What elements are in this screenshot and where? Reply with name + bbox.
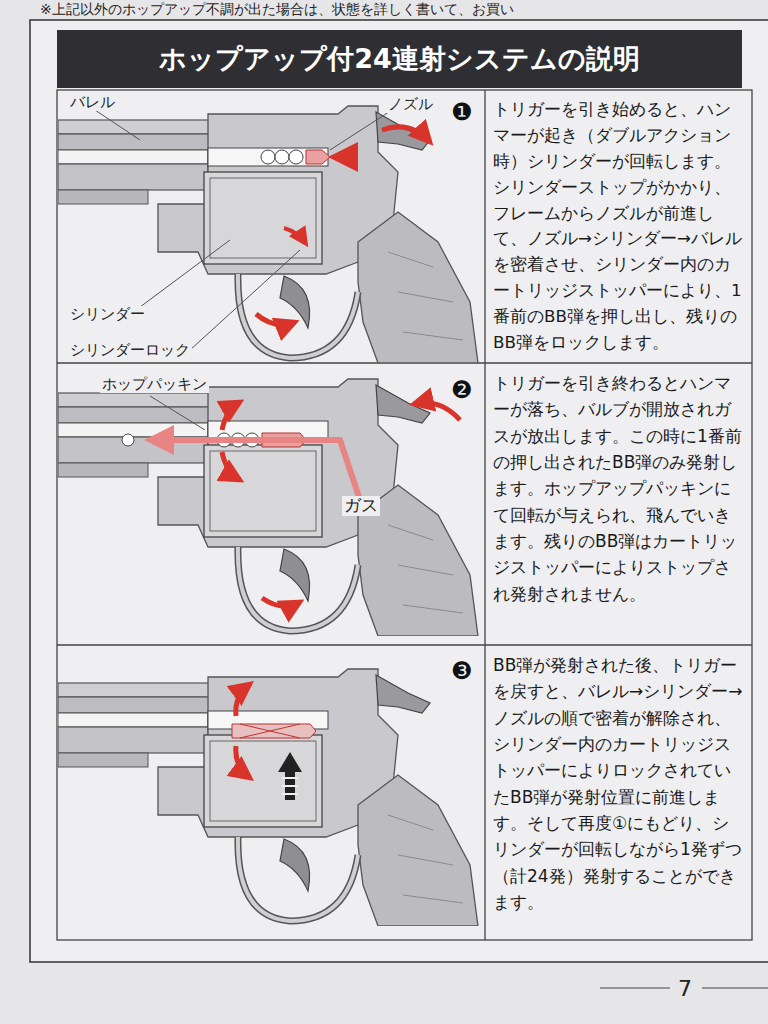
part-label: バレル: [68, 94, 117, 111]
description-text: トリガーを引き始めると、ハンマーが起き（ダブルアクション時）シリンダーが回転しま…: [493, 97, 746, 356]
callout-number: ❷: [451, 378, 473, 402]
title-band: ホップアップ付24連射システムの説明: [57, 30, 742, 88]
note-text: ※上記以外のホップアップ不調が出た場合は、状態を詳しく書いて、お買い: [38, 1, 516, 17]
description-cell: トリガーを引き始めると、ハンマーが起き（ダブルアクション時）シリンダーが回転しま…: [489, 95, 750, 358]
page-number: 7: [676, 976, 694, 1001]
part-label: シリンダー: [68, 306, 147, 323]
part-label: シリンダーロック: [68, 342, 192, 359]
description-cell: トリガーを引き終わるとハンマーが落ち、バルブが開放されガスが放出します。この時に…: [489, 368, 750, 609]
callout-number: ❶: [451, 100, 473, 124]
part-label: ノズル: [386, 96, 435, 113]
description-text: トリガーを引き終わるとハンマーが落ち、バルブが開放されガスが放出します。この時に…: [493, 370, 746, 607]
description-text: BB弾が発射された後、トリガーを戻すと、バレル→シリンダー→ノズルの順で密着が解…: [493, 652, 746, 915]
part-label: ホップパッキン: [100, 376, 209, 393]
title-text: ホップアップ付24連射システムの説明: [159, 43, 640, 74]
description-cell: BB弾が発射された後、トリガーを戻すと、バレル→シリンダー→ノズルの順で密着が解…: [489, 650, 750, 917]
part-label: ガス: [342, 496, 380, 516]
callout-number: ❸: [451, 659, 473, 683]
